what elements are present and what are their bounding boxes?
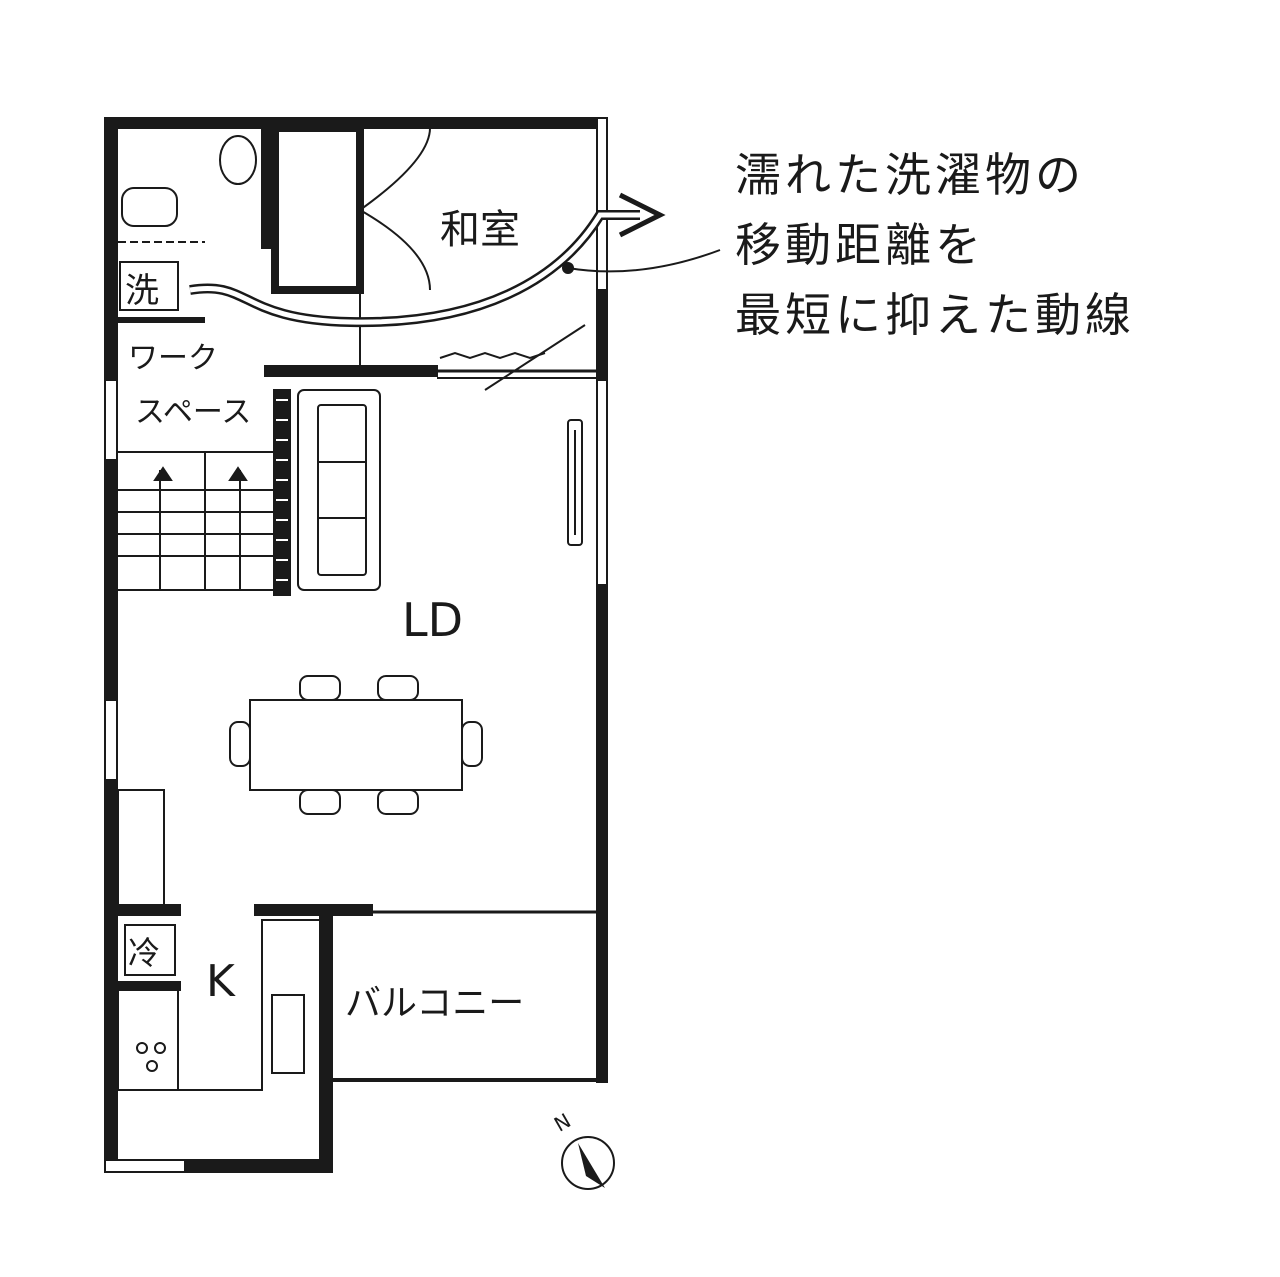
- dining-table: [249, 699, 463, 791]
- annotation-line-3: 最短に抑えた動線: [735, 288, 1135, 342]
- compass-icon: N: [550, 1108, 615, 1190]
- chairs: [229, 675, 483, 815]
- room-label-balcony: バルコニー: [345, 983, 524, 1024]
- room-label-workspace-2: スペース: [135, 395, 251, 430]
- room-label-kitchen: K: [206, 956, 236, 1007]
- room-label-laundry: 洗: [125, 271, 159, 311]
- wall-left: [104, 117, 118, 1173]
- room-label-washitsu: 和室: [440, 207, 520, 253]
- annotation-line-1: 濡れた洗濯物の: [735, 148, 1085, 202]
- stove-icon: [136, 1042, 166, 1072]
- annotation-line-2: 移動距離を: [735, 218, 985, 272]
- tv: [567, 419, 583, 546]
- room-label-workspace-1: ワーク: [128, 341, 218, 376]
- compass-north-label: N: [550, 1108, 575, 1136]
- wall-kitchen-right: [319, 909, 333, 1173]
- stair-railing: [273, 389, 291, 596]
- toilet-icon: [219, 135, 257, 185]
- stairs: [118, 451, 274, 591]
- flow-annotation: 濡れた洗濯物の 移動距離を 最短に抑えた動線: [735, 140, 1135, 350]
- room-label-ld: LD: [402, 593, 463, 647]
- room-label-fridge: 冷: [128, 934, 160, 972]
- sofa: [297, 389, 381, 591]
